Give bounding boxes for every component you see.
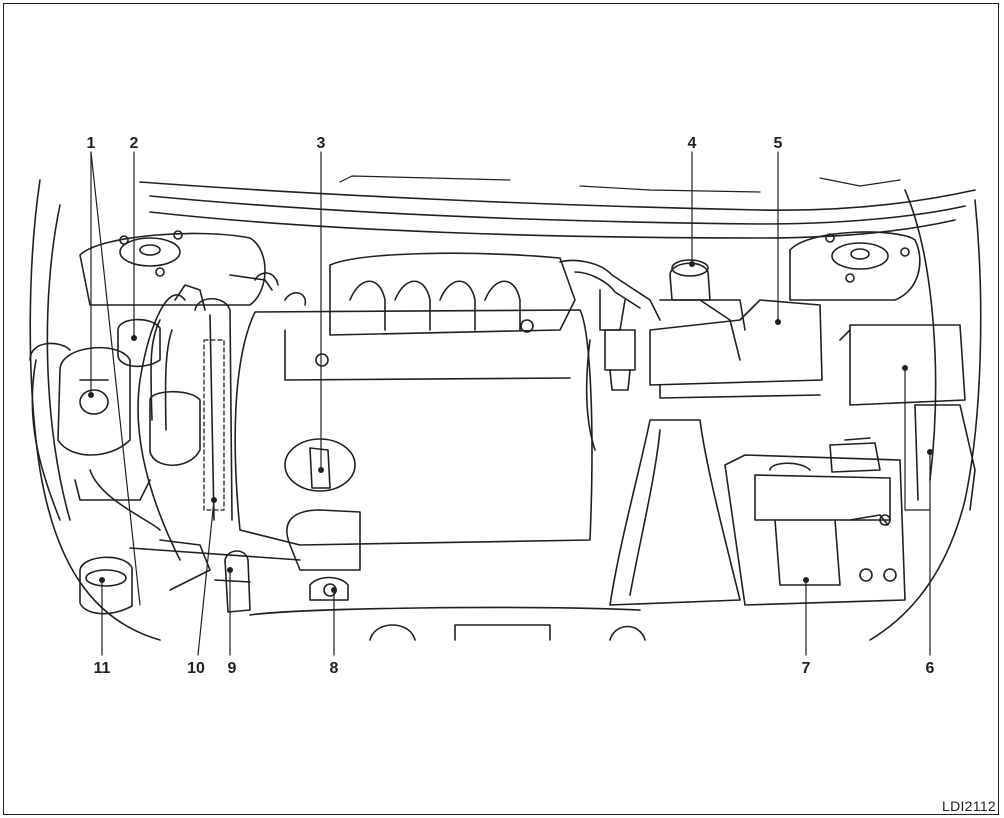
figure-code: LDI2112 (942, 798, 996, 814)
callout-7: 7 (802, 660, 811, 677)
air-intake (559, 259, 661, 451)
figure-frame (3, 3, 999, 815)
leader-lines (88, 151, 933, 656)
battery (724, 437, 906, 606)
callout-11: 11 (94, 660, 111, 677)
air-duct (609, 419, 741, 606)
left-side-components (29, 294, 301, 615)
callout-3: 3 (317, 135, 326, 152)
lower-details (249, 606, 646, 641)
dipstick-area (174, 272, 307, 613)
left-strut-tower (79, 230, 266, 306)
callout-1: 1 (87, 135, 96, 152)
callout-4: 4 (688, 135, 697, 152)
body-outline (29, 175, 982, 641)
callout-5: 5 (774, 135, 783, 152)
callout-9: 9 (228, 660, 237, 677)
upper-reservoir (659, 259, 746, 361)
engine-cover (234, 252, 593, 601)
callout-labels: 1 2 3 4 5 6 7 8 9 10 11 (87, 135, 935, 677)
callout-8: 8 (330, 660, 339, 677)
air-cleaner-box (649, 299, 823, 399)
right-strut-tower (789, 231, 921, 301)
callout-10: 10 (187, 660, 205, 677)
fuse-relay-box (839, 324, 976, 511)
callout-6: 6 (926, 660, 935, 677)
callout-2: 2 (130, 135, 139, 152)
